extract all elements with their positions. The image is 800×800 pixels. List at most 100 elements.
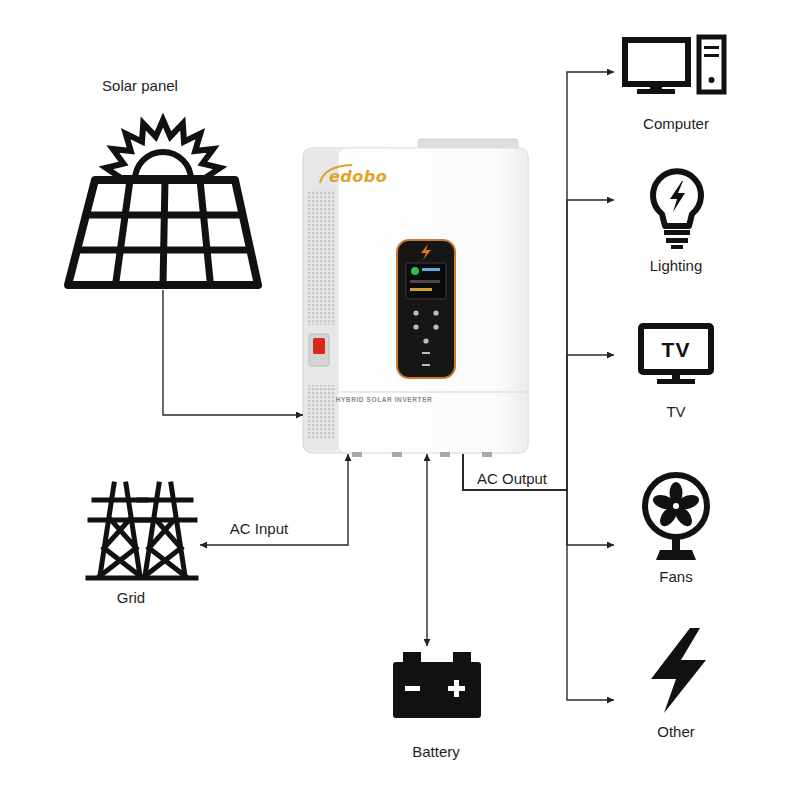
node-label: Battery [412,744,460,761]
panel-button [413,310,418,315]
drive-bay [704,46,719,49]
lightning-bolt-icon [651,628,706,713]
sun-disc [135,152,191,180]
cable-port [352,452,362,457]
connector-line [463,200,614,490]
lcd-segment [410,288,432,291]
node-label: Computer [643,116,709,133]
lightbulb-icon [653,171,701,249]
cable-port [392,452,402,457]
switch-base [309,334,329,366]
node-label: Solar panel [102,78,178,95]
side-vent [308,190,336,325]
battery-node: Battery [388,646,486,764]
fan-blades [651,482,701,529]
connector-line [463,72,614,490]
device-caption: HYBRID SOLAR INVERTER [336,396,433,403]
panel-grid-line [200,180,211,285]
fan-node: Fans [614,470,738,587]
computer-icon [625,37,724,94]
panel-button [422,364,430,366]
panel-bolt [421,244,431,260]
lcd-indicator [411,267,419,275]
battery-terminal [403,652,421,663]
fan-icon [645,475,707,560]
cable-port [440,452,450,457]
grid-node: Grid [86,474,200,608]
lcd-segment [410,280,440,283]
drive-bay [704,54,719,57]
lcd-screen [406,263,446,299]
panel-grid-line [116,180,131,285]
connector-line [463,454,614,700]
node-label: Other [657,724,695,741]
pylon-brace [145,548,181,576]
plus-sign [454,680,459,697]
connector-line [463,454,614,545]
panel-grid-line [86,212,243,219]
monitor-base [637,89,675,94]
tv-icon [641,326,711,384]
bulb-base [671,245,683,249]
connector-line [463,355,614,490]
lighting-node: Lighting [614,164,738,276]
inverter-body [303,148,528,453]
panel-frame [68,180,258,285]
battery-terminal [453,652,471,663]
connector-line [200,454,348,545]
panel-button [433,324,438,329]
fan-hub [672,502,680,510]
pylon-brace [149,520,174,548]
monitor [625,40,688,84]
tv-stand [672,372,680,380]
battery-body [393,662,481,718]
other-node: Other [614,622,738,742]
tv-node: TV TV [614,320,738,422]
bulb-base [666,238,688,243]
breaker-switch [313,338,325,354]
inverter-node: edoboHYBRID SOLAR INVERTER [303,138,529,454]
node-label: Fans [659,569,692,586]
lcd-segment [422,268,440,271]
side-vent [308,385,336,440]
edge-label: AC Input [230,520,288,537]
tv-screen [641,326,711,372]
panel-grid-line [77,247,250,254]
front-seam [340,391,526,393]
edge-label: AC Output [477,470,547,487]
edge-group [163,72,614,700]
node-label: TV [666,404,685,421]
inverter-side [304,150,340,451]
panel-button [433,310,438,315]
panel-button [422,352,430,354]
ground-line [88,576,196,581]
solar-panel-node: Solar panel [60,72,266,290]
bulb-glass [653,171,701,226]
fan-base [656,550,696,560]
panel-button [413,324,418,329]
pylon-brace [100,548,136,576]
screen-text: TV [662,338,691,361]
pylon-brace [104,520,129,548]
node-label: Lighting [650,258,703,275]
fan-neck [672,537,680,551]
brand-logo: edobo [329,168,387,186]
panel-grid-line [163,180,165,285]
bulb-base [664,230,690,235]
inverter-device [303,139,528,457]
node-label: Grid [117,590,145,607]
minus-sign [405,686,420,691]
panel-button [423,338,428,343]
connector-line [426,454,427,646]
pylon-arm [139,498,191,503]
computer-node: Computer [614,30,738,134]
bulb-bolt [670,181,685,212]
battery-icon [393,652,481,718]
tv-base [657,379,695,384]
fan-guard [645,475,707,537]
cable-port [482,452,492,457]
inverter-front [338,148,528,453]
control-panel [397,240,455,378]
